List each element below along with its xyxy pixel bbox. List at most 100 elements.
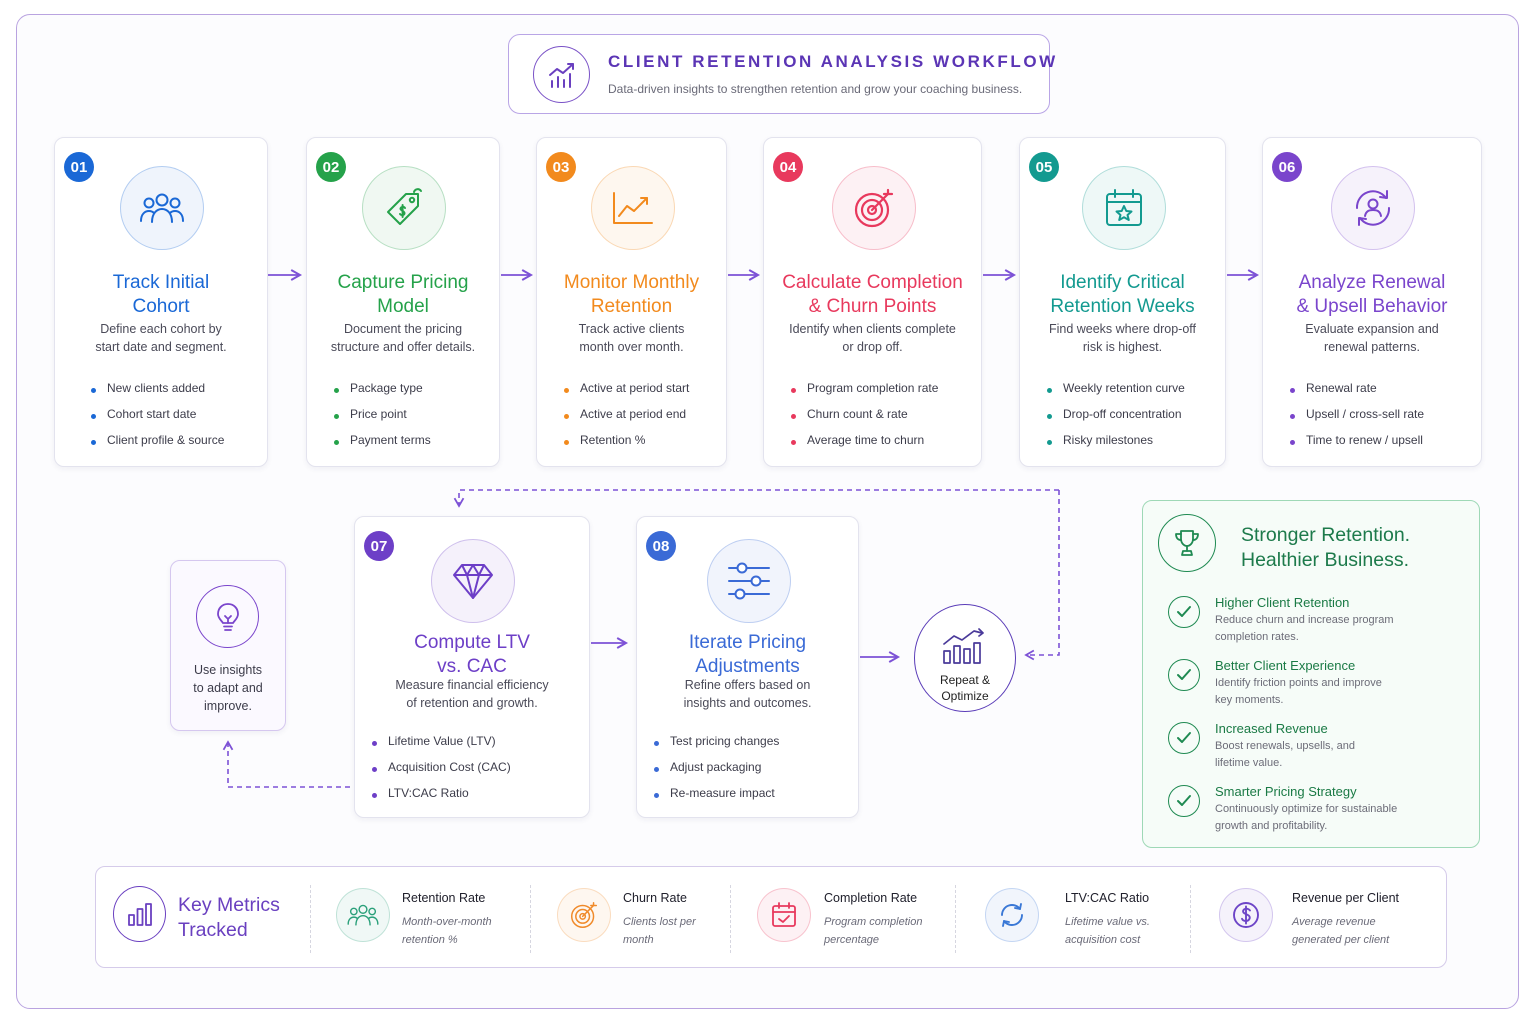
- metric-description-line-1: Program completion: [824, 916, 923, 928]
- bullet-dot: [1047, 414, 1052, 419]
- step-desc-line-2: month over month.: [579, 340, 684, 354]
- lightbulb-icon: [196, 585, 259, 648]
- step-desc-line-1: Evaluate expansion and: [1305, 322, 1439, 336]
- step-bullet: Client profile & source: [107, 433, 225, 447]
- step-title-line-2: & Churn Points: [808, 296, 937, 317]
- metric-description-line-1: Average revenue: [1292, 916, 1376, 928]
- repeat-line-1: Repeat &: [939, 673, 991, 687]
- step-number-badge: 08: [646, 531, 676, 561]
- step-bullet: Test pricing changes: [670, 734, 780, 748]
- step-title: Calculate Completion & Churn Points: [764, 271, 981, 319]
- step-bullet: New clients added: [107, 381, 206, 395]
- metrics-title-line-2: Tracked: [178, 919, 248, 941]
- bullet-dot: [791, 440, 796, 445]
- step-title-line-1: Capture Pricing: [337, 272, 469, 293]
- step-bullet: Retention %: [580, 433, 646, 447]
- step-bullet: Risky milestones: [1063, 433, 1154, 447]
- check-circle-icon: [1168, 596, 1200, 628]
- trophy-icon: [1158, 514, 1216, 572]
- step-desc-line-1: Measure financial efficiency: [395, 678, 549, 692]
- step-title-line-2: Retention Weeks: [1050, 296, 1195, 317]
- step-bullet: Re-measure impact: [670, 786, 775, 800]
- outcome-item-text-line-1: Continuously optimize for sustainable: [1215, 803, 1398, 815]
- step-title-line-1: Analyze Renewal: [1298, 272, 1446, 293]
- outcome-item-heading: Smarter Pricing Strategy: [1215, 784, 1357, 799]
- bullet-dot: [564, 440, 569, 445]
- outcome-item-text-line-2: lifetime value.: [1215, 757, 1283, 769]
- bullet-dot: [564, 414, 569, 419]
- bullet-dot: [791, 388, 796, 393]
- step-number-badge: 02: [316, 152, 346, 182]
- repeat-optimize-node: Repeat & Optimize: [914, 604, 1016, 712]
- bar-chart-icon: [113, 886, 166, 942]
- page-subtitle: Data-driven insights to strengthen reten…: [608, 82, 1023, 96]
- check-circle-icon: [1168, 785, 1200, 817]
- outcome-title: Stronger Retention. Healthier Business.: [1241, 523, 1410, 573]
- bullet-dot: [372, 767, 377, 772]
- bullet-dot: [334, 414, 339, 419]
- step-title-line-2: & Upsell Behavior: [1296, 296, 1448, 317]
- outcome-item-heading: Increased Revenue: [1215, 721, 1328, 736]
- metric-description-line-2: retention %: [402, 934, 458, 946]
- step-bullet: Average time to churn: [807, 433, 925, 447]
- header-chart-icon: [533, 46, 590, 103]
- user-refresh-icon: [1331, 166, 1415, 250]
- outcome-item-text-line-1: Boost renewals, upsells, and: [1215, 740, 1356, 752]
- bullet-dot: [1047, 388, 1052, 393]
- step-number-badge: 05: [1029, 152, 1059, 182]
- loop-connector-right: [1024, 490, 1060, 661]
- step-title-line-1: Identify Critical: [1060, 272, 1185, 293]
- metric-heading: LTV:CAC Ratio: [1065, 891, 1150, 905]
- step-title-line-1: Calculate Completion: [782, 272, 963, 293]
- step-title-line-2: Model: [377, 296, 429, 317]
- step-title-line-1: Compute LTV: [414, 632, 530, 653]
- diamond-icon: [431, 539, 515, 623]
- header-box: [508, 34, 1050, 114]
- metrics-title-line-1: Key Metrics: [178, 894, 280, 916]
- outcome-item-text-line-2: growth and profitability.: [1215, 820, 1328, 832]
- step-number-badge: 07: [364, 531, 394, 561]
- outcome-item-text-line-2: completion rates.: [1215, 631, 1299, 643]
- step-bullet: Program completion rate: [807, 381, 939, 395]
- step-desc-line-2: or drop off.: [842, 340, 903, 354]
- bullet-dot: [372, 741, 377, 746]
- step-title-line-2: Adjustments: [695, 656, 800, 677]
- step-desc-line-1: Document the pricing: [343, 322, 463, 336]
- step-desc-line-2: risk is highest.: [1082, 340, 1163, 354]
- bullet-dot: [91, 388, 96, 393]
- step-bullet: Weekly retention curve: [1063, 381, 1185, 395]
- step-number-badge: 06: [1272, 152, 1302, 182]
- repeat-line-2: Optimize: [941, 689, 989, 703]
- step-title-line-2: Retention: [590, 296, 673, 317]
- bullet-dot: [791, 414, 796, 419]
- step-title-line-2: vs. CAC: [437, 656, 507, 677]
- price-tag-icon: [362, 166, 446, 250]
- metric-description: Lifetime value vs.acquisition cost: [1065, 913, 1150, 949]
- metrics-divider: [730, 885, 731, 953]
- metric-heading: Churn Rate: [623, 891, 687, 905]
- metric-heading: Retention Rate: [402, 891, 486, 905]
- bullet-dot: [654, 741, 659, 746]
- step-number-badge: 03: [546, 152, 576, 182]
- outcome-title-line-1: Stronger Retention.: [1241, 524, 1411, 546]
- outcome-item-heading: Better Client Experience: [1215, 658, 1356, 673]
- bullet-dot: [1290, 440, 1295, 445]
- step-desc-line-2: of retention and growth.: [406, 696, 538, 710]
- step-desc-line-2: start date and segment.: [95, 340, 227, 354]
